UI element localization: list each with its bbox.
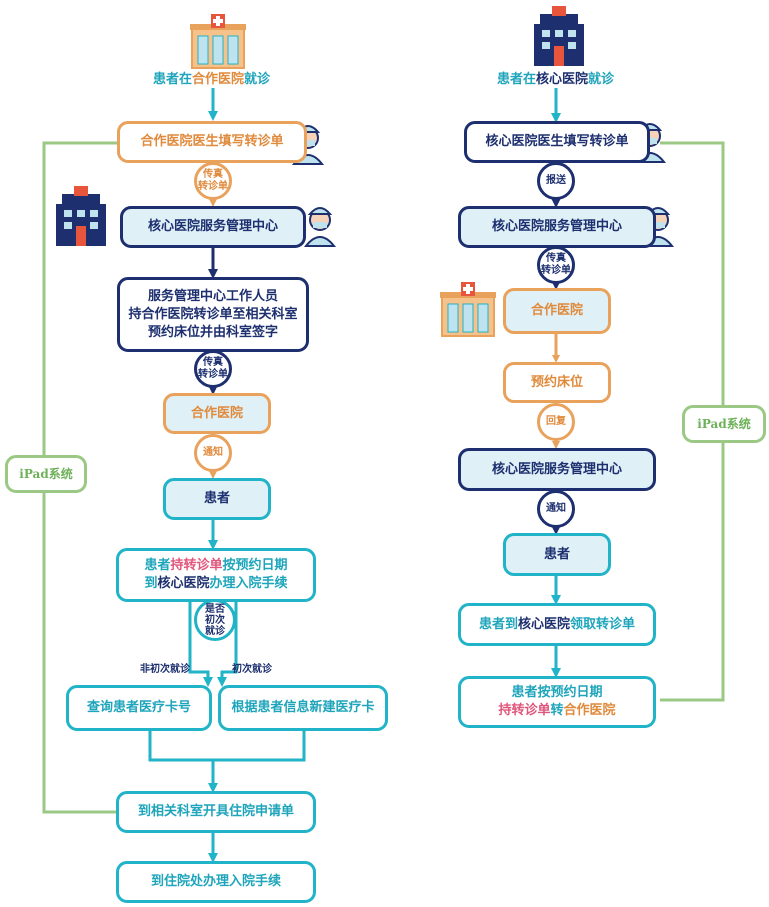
right-step-core-service-center: 核心医院服务管理中心 xyxy=(458,206,656,248)
left-branch-label-first: 初次就诊 xyxy=(232,664,272,675)
right-step-transfer-partner: 患者按预约日期 持转诊单转合作医院 xyxy=(458,676,656,728)
right-title-hospital: 核心医院 xyxy=(536,72,589,87)
right-badge-notify: 通知 xyxy=(537,490,575,528)
right-step-partner-hospital: 合作医院 xyxy=(503,288,611,334)
text-part: 办理入院手续 xyxy=(209,576,288,591)
left-step-staff-book-bed: 服务管理中心工作人员 持合作医院转诊单至相关科室 预约床位并由科室签字 xyxy=(117,277,309,352)
right-step-core-service-center-2: 核心医院服务管理中心 xyxy=(458,448,656,491)
right-title-part: 患者在 xyxy=(497,72,537,87)
text-highlight-partner-hospital: 合作医院 xyxy=(563,703,616,718)
text-highlight-referral: 持转诊单 xyxy=(170,558,223,573)
right-step-book-bed: 预约床位 xyxy=(503,362,611,403)
right-title-part: 就诊 xyxy=(588,72,615,87)
core-hospital-icon xyxy=(534,6,584,66)
text-part: 患者到 xyxy=(478,616,518,632)
left-step6-line2: 到核心医院办理入院手续 xyxy=(144,575,287,593)
left-title-part: 就诊 xyxy=(244,72,271,87)
left-step-apply-admission: 到相关科室开具住院申请单 xyxy=(116,791,316,833)
left-step-partner-hospital: 合作医院 xyxy=(163,393,271,434)
text-highlight-referral: 持转诊单 xyxy=(498,703,551,718)
core-hospital-icon xyxy=(56,186,106,246)
partner-hospital-icon xyxy=(190,14,246,69)
right-step-collect-referral: 患者到核心医院领取转诊单 xyxy=(458,603,656,646)
left-title-hospital: 合作医院 xyxy=(192,72,245,87)
left-step-query-card: 查询患者医疗卡号 xyxy=(66,685,212,731)
right-ipad-system: iPad系统 xyxy=(682,405,766,443)
text-highlight-core-hospital: 核心医院 xyxy=(517,616,570,632)
left-branch-label-returning: 非初次就诊 xyxy=(140,664,190,675)
right-badge-submit: 报送 xyxy=(537,162,575,200)
right-badge-fax-referral: 传真 转诊单 xyxy=(537,246,575,284)
text-part: 患者 xyxy=(144,558,171,573)
left-step-patient-admission: 患者持转诊单按预约日期 到核心医院办理入院手续 xyxy=(116,548,316,602)
right-step-patient: 患者 xyxy=(503,533,611,576)
partner-hospital-icon xyxy=(440,282,496,337)
right-title: 患者在核心医院就诊 xyxy=(497,68,614,87)
text-part: 患者按预约日期 xyxy=(511,685,603,700)
left-badge-first-visit-question: 是否 初次 就诊 xyxy=(194,599,236,641)
right-step8-line2: 持转诊单转合作医院 xyxy=(498,702,615,720)
left-step-new-card: 根据患者信息新建医疗卡 xyxy=(218,685,388,731)
text-part: 按预约日期 xyxy=(222,558,288,573)
left-step-patient: 患者 xyxy=(163,478,271,520)
doctor-icon xyxy=(303,207,337,247)
left-step-doctor-fill-form: 合作医院医生填写转诊单 xyxy=(117,121,307,163)
right-step8-line1: 患者按预约日期 xyxy=(511,684,602,702)
left-step-core-service-center: 核心医院服务管理中心 xyxy=(120,206,306,248)
text-highlight-core-hospital: 核心医院 xyxy=(157,576,210,591)
left-step-admission-office: 到住院处办理入院手续 xyxy=(116,861,316,903)
left-title-part: 患者在 xyxy=(153,72,193,87)
left-badge-notify: 通知 xyxy=(194,434,232,472)
left-badge-fax-referral-2: 传真 转诊单 xyxy=(194,350,232,388)
text-part: 到 xyxy=(144,576,158,591)
text-part: 领取转诊单 xyxy=(570,616,636,632)
right-badge-reply: 回复 xyxy=(537,403,575,441)
left-step6-line1: 患者持转诊单按预约日期 xyxy=(144,557,287,575)
left-badge-fax-referral: 传真 转诊单 xyxy=(194,162,232,200)
text-part: 转 xyxy=(550,703,564,718)
left-ipad-system: iPad系统 xyxy=(5,455,87,493)
right-step-doctor-fill-form: 核心医院医生填写转诊单 xyxy=(464,121,650,163)
left-title: 患者在合作医院就诊 xyxy=(153,68,270,87)
